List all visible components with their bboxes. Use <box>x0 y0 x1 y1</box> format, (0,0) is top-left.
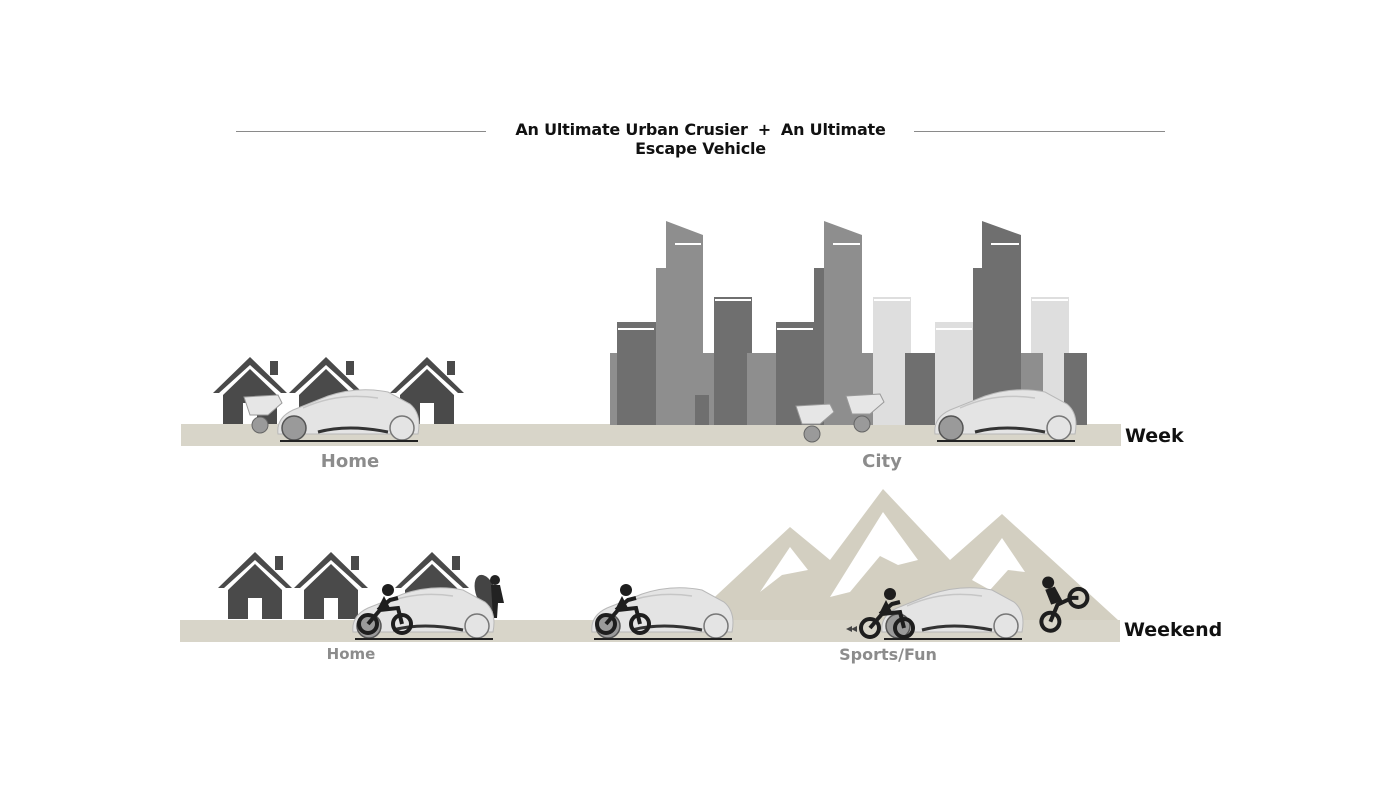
house-icon <box>218 552 292 619</box>
diagram-title: An Ultimate Urban Crusier +An Ultimate Es… <box>494 120 907 158</box>
row-label-week: Week <box>1125 425 1184 447</box>
title-rule-left <box>236 131 486 132</box>
jumping-rider-icon <box>1039 576 1090 633</box>
city-skyline <box>610 221 1087 425</box>
title-operator: + <box>757 120 771 139</box>
title-left: An Ultimate Urban Crusier <box>515 120 748 139</box>
place-label-home-week: Home <box>320 451 380 472</box>
car-icon <box>276 388 421 443</box>
place-label-sports: Sports/Fun <box>839 645 937 664</box>
mountains <box>690 489 1118 620</box>
title-right: An Ultimate Escape Vehicle <box>635 120 886 158</box>
house-icon <box>294 552 368 619</box>
place-label-city: City <box>862 451 902 472</box>
title-rule-right <box>914 131 1165 132</box>
speed-arrows-icon <box>846 626 857 632</box>
row-label-weekend: Weekend <box>1124 619 1223 641</box>
place-label-home-weekend: Home <box>326 645 376 663</box>
title-row: An Ultimate Urban Crusier +An Ultimate Es… <box>236 118 1165 158</box>
